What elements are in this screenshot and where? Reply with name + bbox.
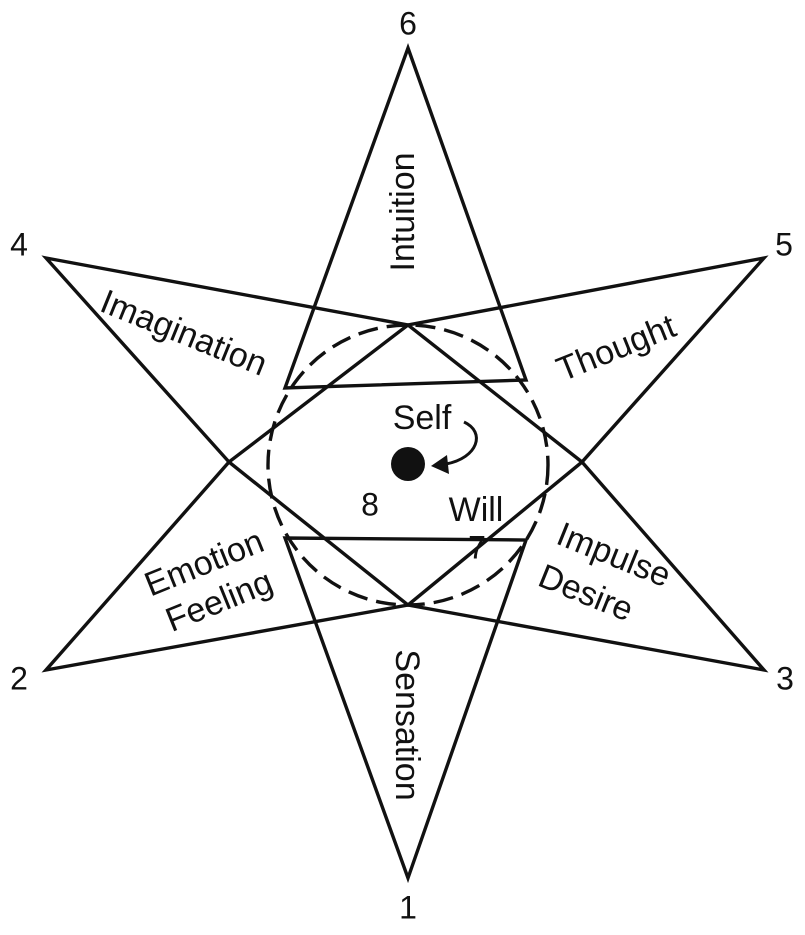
consciousness-circle: [266, 323, 550, 607]
petal-bottom: [282, 536, 529, 884]
vertex-number-3: 3: [776, 660, 794, 696]
label-imagination: Imagination: [95, 283, 272, 384]
vertex-number-5: 5: [775, 226, 793, 262]
star-points: [41, 42, 769, 884]
label-sensation: Sensation: [388, 649, 426, 800]
will-arrow: [445, 420, 478, 466]
vertex-number-1: 1: [399, 889, 417, 925]
vertex-number-6: 6: [399, 5, 417, 41]
will-arrow-head-icon: [431, 455, 449, 474]
self-dot: [391, 447, 425, 481]
petal-lower-right: [404, 459, 769, 673]
label-self: Self: [393, 399, 452, 437]
petal-lower-left: [41, 459, 412, 673]
label-thought: Thought: [551, 307, 681, 389]
petal-upper-left: [41, 255, 413, 465]
petal-upper-right: [404, 255, 769, 465]
vertex-number-4: 4: [10, 226, 28, 262]
vertex-number-2: 2: [10, 660, 28, 696]
label-intuition: Intuition: [384, 152, 422, 271]
petal-top: [282, 42, 529, 390]
center-number-8: 8: [361, 486, 379, 522]
label-will: Will: [449, 491, 504, 529]
center-number-7: 7: [468, 529, 486, 565]
